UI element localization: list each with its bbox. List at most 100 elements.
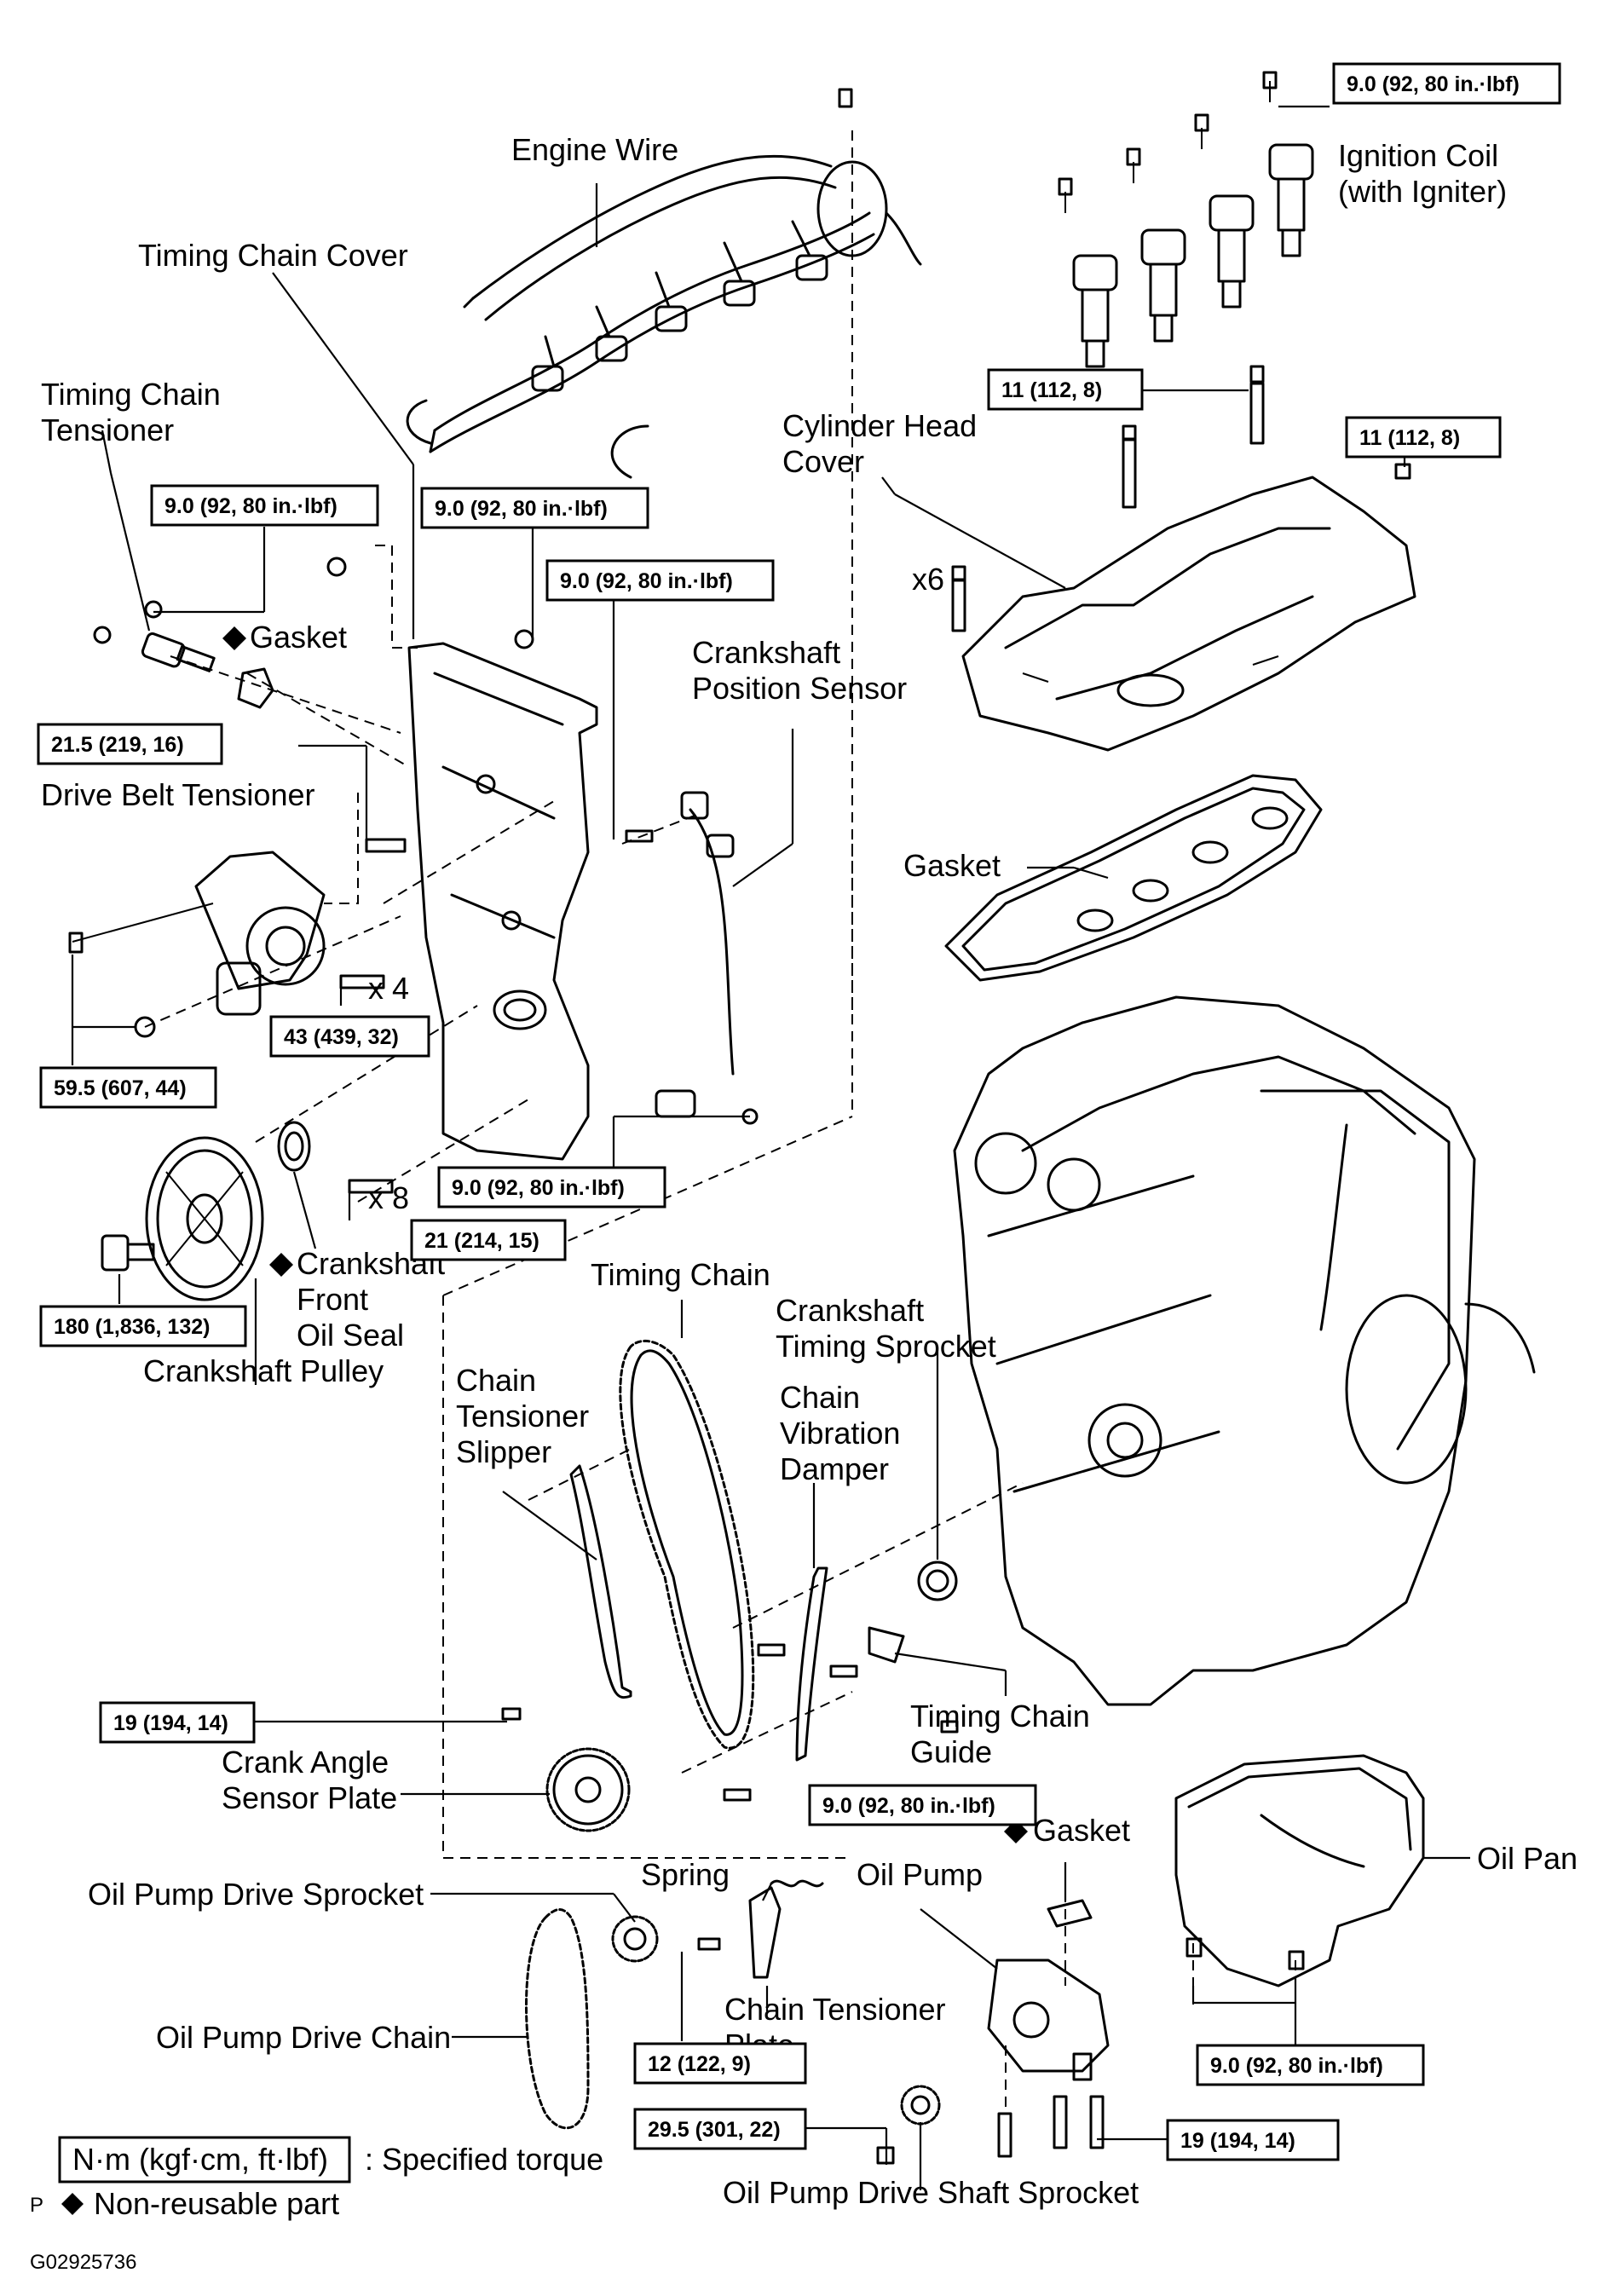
torque-value: 21.5 (219, 16) bbox=[51, 733, 184, 757]
chain-vibration-damper-label-2: Vibration bbox=[780, 1416, 900, 1451]
timing-chain-tensioner-label-2: Tensioner bbox=[41, 412, 174, 447]
legend: N·m (kgf·cm, ft·lbf) : Specified torque … bbox=[30, 2136, 603, 2274]
chain-tensioner-slipper bbox=[569, 1464, 632, 1699]
torque-value: 9.0 (92, 80 in.·lbf) bbox=[1347, 72, 1520, 96]
oil-pump-drive-sprocket-label: Oil Pump Drive Sprocket bbox=[88, 1877, 424, 1912]
crankshaft-position-sensor bbox=[655, 791, 759, 1125]
torque-desc-legend: : Specified torque bbox=[365, 2142, 603, 2177]
timing-chain-cover-label: Timing Chain Cover bbox=[138, 238, 408, 273]
torque-box-cover-bolts-x4: 43 (439, 32) bbox=[269, 1015, 430, 1058]
chain-tensioner-slipper-label-2: Tensioner bbox=[456, 1399, 589, 1434]
gasket-head-label: Gasket bbox=[903, 848, 1001, 883]
torque-value: 180 (1,836, 132) bbox=[54, 1315, 210, 1339]
non-reusable-diamond-icon bbox=[61, 2193, 84, 2215]
x4-label: x 4 bbox=[368, 971, 409, 1006]
torque-value: 11 (112, 8) bbox=[1001, 378, 1102, 402]
crankshaft-timing-sprocket-label-2: Timing Sprocket bbox=[776, 1329, 996, 1364]
torque-value: 9.0 (92, 80 in.·lbf) bbox=[822, 1794, 995, 1818]
torque-box-head-cover-stud: 11 (112, 8) bbox=[987, 368, 1144, 411]
oil-pump-drive-shaft-sprocket bbox=[900, 2085, 941, 2126]
crankshaft-position-sensor-label-1: Crankshaft bbox=[692, 635, 840, 670]
drive-belt-tensioner-label: Drive Belt Tensioner bbox=[41, 777, 315, 812]
torque-value: 11 (112, 8) bbox=[1359, 426, 1460, 450]
crankshaft-front-oil-seal bbox=[277, 1121, 311, 1172]
chain-tensioner-slipper-label-1: Chain bbox=[456, 1363, 536, 1398]
torque-value: 21 (214, 15) bbox=[424, 1229, 539, 1253]
torque-box-oil-pan: 9.0 (92, 80 in.·lbf) bbox=[1196, 2044, 1425, 2086]
torque-box-drive-shaft-sprocket: 29.5 (301, 22) bbox=[633, 2108, 807, 2150]
torque-box-oil-pump: 19 (194, 14) bbox=[1166, 2119, 1340, 2161]
torque-value: 9.0 (92, 80 in.·lbf) bbox=[560, 569, 733, 593]
spring bbox=[770, 1879, 824, 1888]
oil-pump-drive-chain-label: Oil Pump Drive Chain bbox=[156, 2020, 451, 2055]
spring-label: Spring bbox=[641, 1857, 730, 1892]
engine-block bbox=[953, 995, 1536, 1706]
torque-value: 9.0 (92, 80 in.·lbf) bbox=[435, 497, 608, 521]
oil-pump-drive-chain bbox=[525, 1908, 590, 2130]
torque-box-tensioner-plate: 12 (122, 9) bbox=[633, 2042, 807, 2085]
torque-value: 12 (122, 9) bbox=[648, 2052, 751, 2076]
leader-lines bbox=[71, 105, 1470, 2190]
head-cover-gasket bbox=[944, 774, 1323, 982]
x6-label: x6 bbox=[912, 562, 944, 597]
drive-belt-tensioner bbox=[68, 851, 326, 1038]
torque-value: 29.5 (301, 22) bbox=[648, 2118, 781, 2142]
chain-tensioner-slipper-label-3: Slipper bbox=[456, 1434, 551, 1469]
timing-chain-cover bbox=[407, 642, 598, 1161]
chain-vibration-damper-label-3: Damper bbox=[780, 1451, 889, 1486]
crankshaft-pulley bbox=[145, 1136, 264, 1301]
crankshaft-timing-sprocket-label-1: Crankshaft bbox=[776, 1293, 924, 1328]
gasket-oil-pump-label: Gasket bbox=[1033, 1813, 1130, 1848]
crankshaft-pulley-bolt bbox=[101, 1234, 155, 1272]
torque-box-belt-tensioner: 59.5 (607, 44) bbox=[39, 1066, 217, 1109]
timing-chain-tensioner bbox=[93, 600, 274, 709]
chain-vibration-damper-label-1: Chain bbox=[780, 1380, 860, 1415]
torque-box-sensor-lower: 9.0 (92, 80 in.·lbf) bbox=[437, 1166, 666, 1209]
torque-box-cover-bolts-x8: 21 (214, 15) bbox=[410, 1219, 567, 1261]
timing-chain-guide-label-2: Guide bbox=[910, 1734, 992, 1769]
torque-value: 59.5 (607, 44) bbox=[54, 1076, 187, 1100]
x8-label: x 8 bbox=[368, 1180, 409, 1215]
non-reusable-diamond-icon bbox=[222, 626, 246, 650]
timing-chain-label: Timing Chain bbox=[591, 1257, 770, 1292]
torque-unit-legend: N·m (kgf·cm, ft·lbf) bbox=[72, 2142, 328, 2177]
torque-box-head-cover-nut: 11 (112, 8) bbox=[1345, 416, 1502, 459]
gasket-tensioner-label: Gasket bbox=[250, 620, 347, 655]
non-reusable-diamond-icon bbox=[269, 1253, 293, 1277]
crank-angle-sensor-plate bbox=[545, 1747, 631, 1832]
crankshaft-front-oil-seal-label-2: Front bbox=[297, 1282, 368, 1317]
timing-chain bbox=[619, 1339, 755, 1750]
ignition-coil-label-1: Ignition Coil bbox=[1338, 138, 1498, 173]
part-labels: Engine Wire Timing Chain Cover Timing Ch… bbox=[41, 132, 1578, 2210]
torque-value: 9.0 (92, 80 in.·lbf) bbox=[1210, 2054, 1383, 2078]
torque-box-sensor-bolt: 9.0 (92, 80 in.·lbf) bbox=[545, 559, 775, 602]
cylinder-head-cover-label-2: Cover bbox=[782, 444, 864, 479]
torque-value: 9.0 (92, 80 in.·lbf) bbox=[164, 494, 337, 518]
oil-pump-drive-sprocket bbox=[611, 1915, 659, 1963]
non-reusable-markers bbox=[222, 626, 1028, 1843]
crank-angle-sensor-plate-label-1: Crank Angle bbox=[222, 1745, 389, 1780]
oil-pump-drive-shaft-sprocket-label: Oil Pump Drive Shaft Sprocket bbox=[723, 2175, 1139, 2210]
chain-vibration-damper bbox=[795, 1566, 828, 1762]
oil-pump bbox=[987, 1899, 1110, 2081]
torque-box-pulley-bolt: 180 (1,836, 132) bbox=[39, 1305, 247, 1347]
torque-value: 43 (439, 32) bbox=[284, 1025, 399, 1049]
crankshaft-front-oil-seal-label-3: Oil Seal bbox=[297, 1318, 404, 1353]
fasteners bbox=[326, 88, 1305, 2165]
torque-box-chain-guide: 9.0 (92, 80 in.·lbf) bbox=[808, 1784, 1037, 1826]
chain-tensioner-plate bbox=[748, 1886, 782, 1979]
cylinder-head-cover-label-1: Cylinder Head bbox=[782, 408, 977, 443]
chain-tensioner-plate-label-1: Chain Tensioner bbox=[724, 1992, 946, 2027]
torque-value: 19 (194, 14) bbox=[113, 1711, 228, 1735]
crank-angle-sensor-plate-label-2: Sensor Plate bbox=[222, 1780, 397, 1815]
torque-specs: 9.0 (92, 80 in.·lbf) 11 (112, 8) 11 (112… bbox=[37, 62, 1561, 2161]
crankshaft-timing-sprocket bbox=[917, 1560, 958, 1601]
torque-box-cover-nut: 9.0 (92, 80 in.·lbf) bbox=[420, 487, 649, 529]
engine-wire-label: Engine Wire bbox=[511, 132, 678, 167]
oil-pan bbox=[1174, 1754, 1425, 1987]
torque-box-ignition-coil: 9.0 (92, 80 in.·lbf) bbox=[1332, 62, 1561, 105]
figure-code: G02925736 bbox=[30, 2251, 136, 2274]
legend-prefix: P bbox=[30, 2194, 43, 2217]
oil-pan-label: Oil Pan bbox=[1477, 1841, 1578, 1876]
